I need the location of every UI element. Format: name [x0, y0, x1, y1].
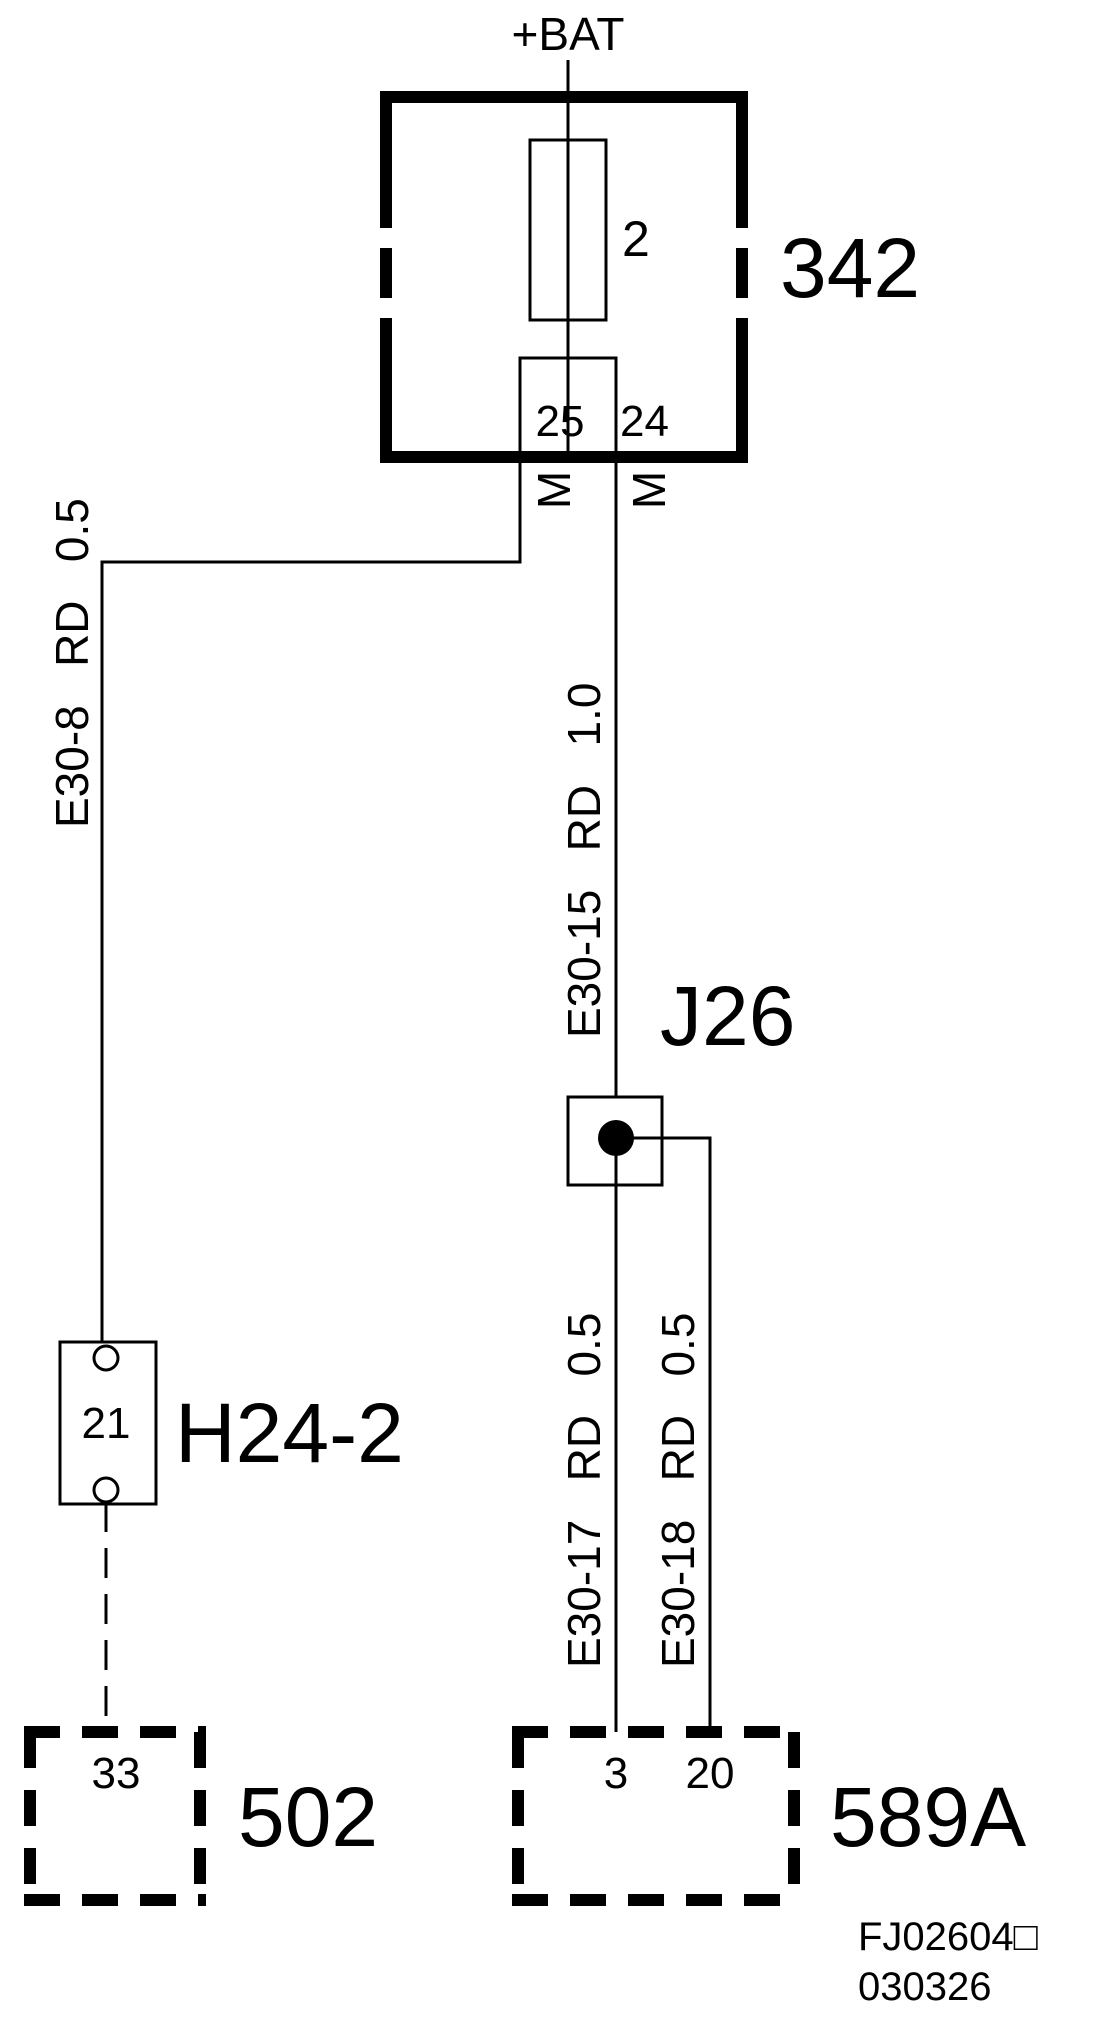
component-502-pin: 33: [92, 1749, 141, 1798]
pin-25-label: 25: [536, 397, 585, 446]
fuse-number: 2: [622, 211, 650, 267]
connector-pin-bottom: [92, 1476, 120, 1504]
connector-pin-number: 21: [82, 1399, 131, 1448]
wire-e30-18-line: [616, 1136, 712, 1732]
wire-e30-8-label: E30-8 RD 0.5: [46, 498, 98, 828]
wire-e30-17-label: E30-17 RD 0.5: [558, 1313, 610, 1668]
connector-pin-top: [92, 1344, 120, 1372]
battery-label: +BAT: [512, 8, 625, 60]
component-502-box: [24, 1726, 206, 1906]
fuse-box-id: 342: [780, 221, 920, 315]
pin-letter-25: M: [528, 471, 580, 509]
splice-id: J26: [660, 969, 795, 1063]
pin-letter-24: M: [623, 471, 675, 509]
fuse-box-342: [380, 91, 748, 463]
component-589a-box: [512, 1726, 800, 1906]
component-589a-pin-20: 20: [686, 1749, 735, 1798]
wire-e30-8-line: [100, 457, 522, 1342]
component-589a-pin-3: 3: [604, 1749, 628, 1798]
wire-e30-18-label: E30-18 RD 0.5: [652, 1313, 704, 1668]
footer-date: 030326: [858, 1965, 991, 2009]
footer-code: FJ02604□: [858, 1915, 1038, 1959]
pin-24-label: 24: [620, 397, 669, 446]
connector-id: H24-2: [175, 1386, 404, 1480]
wire-e30-15-label: E30-15 RD 1.0: [558, 683, 610, 1038]
component-502-id: 502: [238, 1770, 378, 1864]
component-589a-id: 589A: [830, 1770, 1026, 1864]
